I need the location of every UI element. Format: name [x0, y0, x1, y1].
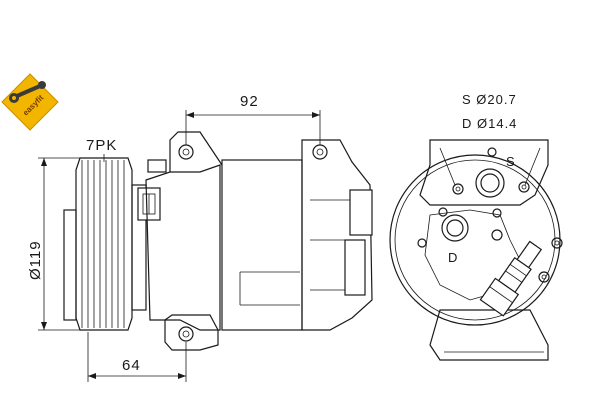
rear-head	[301, 139, 373, 331]
rear-mount-top	[312, 144, 328, 160]
belt-callout: 7PK	[86, 137, 117, 162]
cylinder-body	[221, 159, 303, 331]
pulley	[63, 157, 147, 331]
pulley-body	[75, 157, 133, 331]
wrench-icon	[9, 81, 46, 103]
d-port-label: D	[448, 250, 458, 265]
pulley-hub-front	[63, 209, 77, 321]
suction-spec: S Ø20.7	[462, 92, 517, 107]
dim-92-label: 92	[240, 93, 259, 110]
rear-bottom-flange	[429, 309, 549, 361]
dim-64: 64	[87, 332, 187, 382]
top-mount-ear	[169, 131, 223, 172]
dim-119-label: Ø119	[27, 240, 44, 280]
pressure-sensor	[479, 240, 543, 317]
dim-92: 92	[185, 93, 321, 145]
clutch-coil	[131, 184, 147, 311]
bottom-mount-ear	[164, 314, 219, 351]
s-port-label: S	[506, 154, 516, 169]
rear-view: S Ø20.7 D Ø14.4 S D	[389, 92, 563, 361]
pulley-grooves	[81, 160, 125, 328]
discharge-port: D	[441, 214, 469, 265]
rear-top-flange	[419, 139, 549, 206]
rear-ports	[310, 189, 373, 296]
dim-64-label: 64	[122, 357, 141, 374]
belt-label: 7PK	[86, 137, 117, 154]
clutch-connector	[137, 159, 167, 221]
easyfit-logo: easyfit	[1, 73, 59, 131]
rear-outer-ring	[389, 154, 561, 326]
rear-bolts	[417, 181, 563, 283]
dim-119: Ø119	[27, 157, 80, 331]
side-view: 92 Ø119 7PK 64	[27, 93, 373, 382]
front-housing	[145, 164, 221, 331]
discharge-spec: D Ø14.4	[462, 116, 517, 131]
suction-port: S	[475, 154, 516, 198]
